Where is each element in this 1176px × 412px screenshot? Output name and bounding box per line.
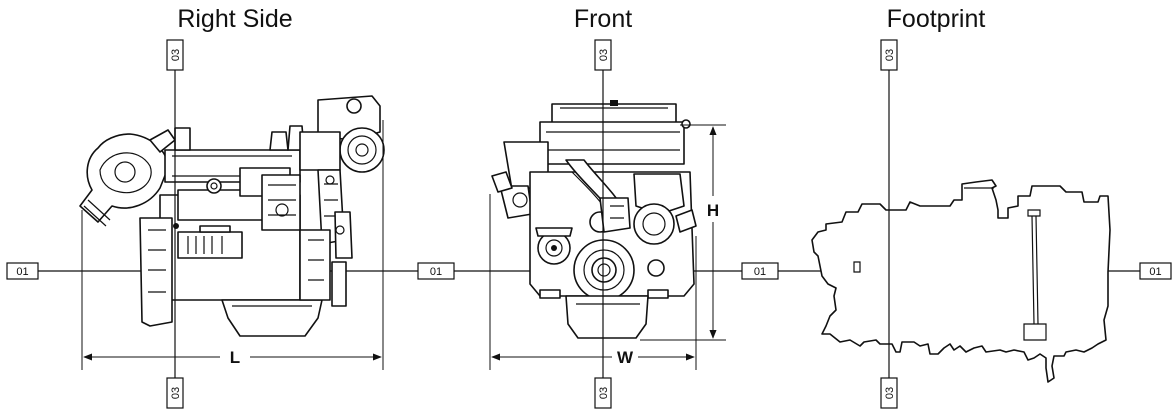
- footprint-title: Footprint: [887, 5, 986, 33]
- axis-tag-01-right: 01: [741, 262, 779, 280]
- length-dimension: L: [81, 120, 384, 370]
- axis-tag-01-right-label: 01: [754, 266, 766, 278]
- axis-tag-01-left-label: 01: [16, 266, 28, 278]
- vertical-axis-03-right-side: 03 03: [166, 39, 184, 409]
- length-label: L: [230, 348, 240, 367]
- axis-tag-03-footprint-bottom: 03: [884, 387, 896, 399]
- axis-tag-01-mid: 01: [417, 262, 455, 280]
- footprint-outline: [811, 179, 1111, 383]
- axis-tag-01-far-right-label: 01: [1149, 266, 1161, 278]
- axis-tag-03-front-bottom: 03: [598, 387, 610, 399]
- right-side-title: Right Side: [177, 5, 292, 33]
- axis-tag-03-right-side-top: 03: [170, 49, 182, 61]
- axis-tag-03-right-side-bottom: 03: [170, 387, 182, 399]
- width-dimension: W: [489, 194, 697, 370]
- axis-tag-03-front-top: 03: [598, 49, 610, 61]
- axis-tag-01-left: 01: [6, 262, 39, 280]
- vertical-axis-03-front: 03 03: [594, 39, 612, 409]
- right-side-engine: [79, 95, 385, 337]
- vertical-axis-03-footprint: 03 03: [880, 39, 898, 409]
- axis-tag-03-footprint-top: 03: [884, 49, 896, 61]
- axis-tag-01-mid-label: 01: [430, 266, 442, 278]
- width-label: W: [617, 348, 634, 367]
- axis-tag-01-far-right: 01: [1139, 262, 1172, 280]
- height-label: H: [707, 201, 719, 220]
- front-engine: [491, 100, 697, 339]
- front-title: Front: [574, 5, 632, 33]
- height-dimension: H: [640, 124, 726, 341]
